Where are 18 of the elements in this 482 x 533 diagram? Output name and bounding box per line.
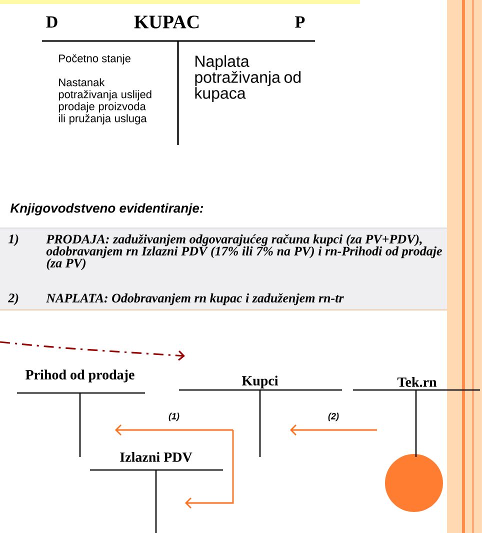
account-side: P xyxy=(295,16,305,28)
entry-text: Početno stanje xyxy=(59,54,130,64)
edge-label: (2) xyxy=(327,412,340,422)
arrow xyxy=(185,430,234,508)
account-side: D xyxy=(46,16,58,28)
arrow xyxy=(115,424,233,436)
t-account: Tek.rn xyxy=(353,377,480,457)
edge-label: (1) xyxy=(168,412,180,422)
t-account: Izlazni PDV xyxy=(90,452,223,533)
list-item: PRODAJA: zaduživanjem odgovarajućeg računa kupci (za PV+PDV), odobravanjem rn Izlazni PDV (17% ili 7% na PV) i rn-Prihodi od prodaje (za PV) xyxy=(46,234,442,270)
list-item: NAPLATA: Odobravanjem rn kupac i zaduženjem rn-tr xyxy=(46,293,344,306)
list-number: 2) xyxy=(8,293,18,305)
account-title: KUPAC xyxy=(134,16,199,28)
section-heading: Knjigovodstveno evidentiranje: xyxy=(10,203,204,216)
arrow xyxy=(290,424,377,436)
entry-text: Nastanak potraživanja uslijed prodaje proizvoda ili pružanja usluga xyxy=(58,78,152,124)
entry-text: Naplata potraživanja od kupaca xyxy=(195,55,301,102)
list-number: 1) xyxy=(8,234,18,246)
